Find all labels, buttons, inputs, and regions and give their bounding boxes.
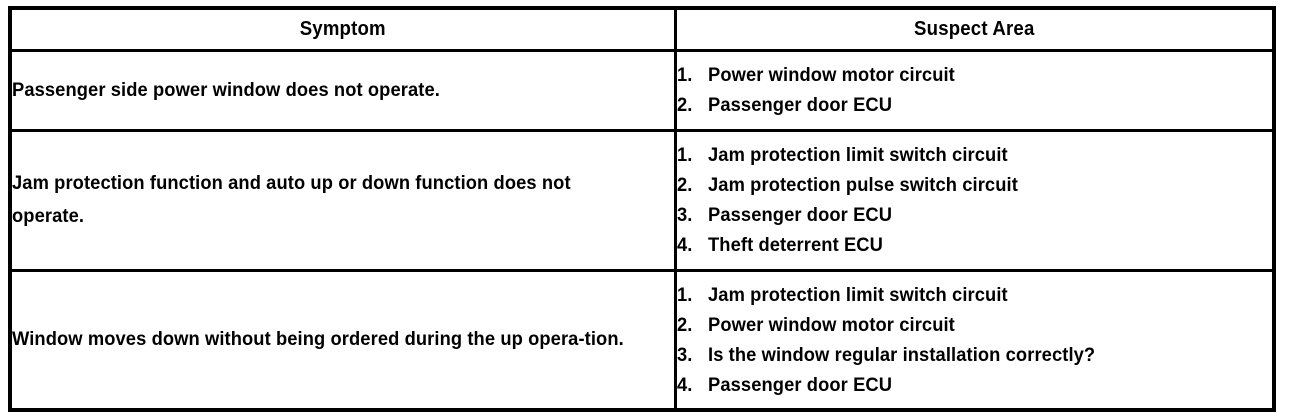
list-item: 1. Jam protection limit switch circuit [677,140,1237,170]
list-item-label: Theft deterrent ECU [707,234,883,256]
column-header-suspect-area: Suspect Area [694,6,1255,52]
column-header-suspect-area-label: Suspect Area [914,17,1035,40]
column-header-symptom: Symptom [31,6,654,52]
table-row: Passenger side power window does not ope… [8,48,1276,132]
list-item-number: 2. [676,313,692,336]
list-item-label: Power window motor circuit [707,313,955,336]
symptom-cell: Jam protection function and auto up or d… [8,128,677,272]
list-item-number: 4. [676,373,692,396]
list-item-label: Passenger door ECU [707,204,892,226]
list-item-number: 1. [676,144,692,166]
symptom-cell: Passenger side power window does not ope… [8,48,677,132]
list-item: 2. Power window motor circuit [677,310,1237,340]
table-row: Jam protection function and auto up or d… [8,128,1276,272]
table-header: Symptom Suspect Area [10,6,1274,52]
list-item-number: 3. [676,343,692,366]
list-item: 1. Jam protection limit switch circuit [677,280,1237,310]
list-item-number: 2. [676,94,692,116]
list-item-label: Is the window regular installation corre… [707,343,1095,366]
list-item-number: 1. [676,64,692,86]
list-item: 4. Passenger door ECU [677,370,1237,400]
list-item-label: Passenger door ECU [707,94,892,116]
suspect-area-list: 1. Power window motor circuit 2. Passeng… [677,60,1237,120]
symptom-text: Passenger side power window does not ope… [12,78,440,101]
list-item: 2. Jam protection pulse switch circuit [677,170,1237,200]
symptom-text: Jam protection function and auto up or d… [12,172,571,227]
symptom-cell: Window moves down without being ordered … [8,268,677,412]
list-item: 3. Passenger door ECU [677,200,1237,230]
suspect-area-list: 1. Jam protection limit switch circuit 2… [677,280,1237,400]
list-item-label: Power window motor circuit [707,64,955,86]
list-item-number: 2. [676,174,692,196]
list-item-label: Jam protection limit switch circuit [707,283,1008,306]
list-item-number: 1. [676,283,692,306]
table-row: Window moves down without being ordered … [8,268,1276,412]
suspect-area-cell: 1. Jam protection limit switch circuit 2… [673,128,1276,272]
list-item-label: Jam protection pulse switch circuit [707,174,1018,196]
symptom-text: Window moves down without being ordered … [12,328,624,351]
suspect-area-cell: 1. Power window motor circuit 2. Passeng… [673,48,1276,132]
list-item-label: Passenger door ECU [707,373,892,396]
list-item-number: 4. [676,234,692,256]
list-item: 1. Power window motor circuit [677,60,1237,90]
list-item: 2. Passenger door ECU [677,90,1237,120]
suspect-area-cell: 1. Jam protection limit switch circuit 2… [673,268,1276,412]
suspect-area-list: 1. Jam protection limit switch circuit 2… [677,140,1237,260]
list-item: 3. Is the window regular installation co… [677,340,1237,370]
list-item: 4. Theft deterrent ECU [677,230,1237,260]
list-item-number: 3. [676,204,692,226]
table-body: Passenger side power window does not ope… [8,48,1276,412]
diagnostic-symptom-table: Symptom Suspect Area Passenger side powe… [8,6,1276,412]
list-item-label: Jam protection limit switch circuit [707,144,1008,166]
header-row: Symptom Suspect Area [10,6,1274,52]
column-header-symptom-label: Symptom [299,17,386,40]
